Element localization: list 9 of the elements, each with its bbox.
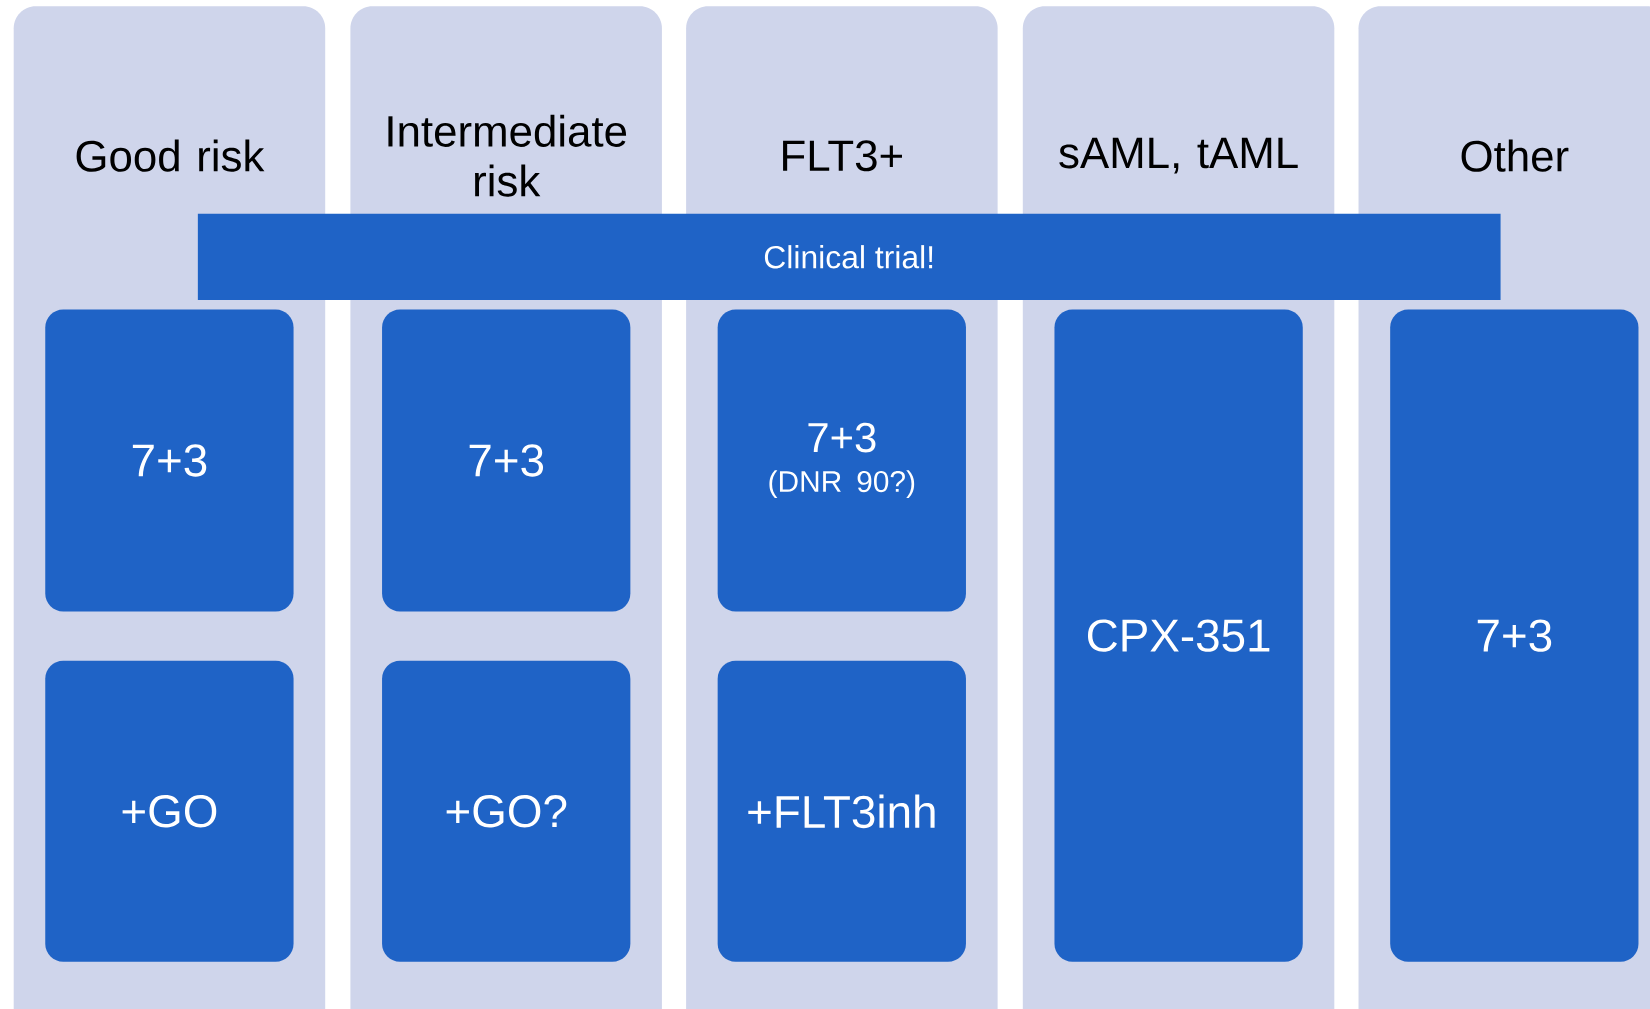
treatment-box: +GO?	[382, 660, 631, 962]
treatment-box: 7+3 (DNR 90?)	[717, 309, 966, 612]
treatment-box: 7+3	[45, 309, 294, 612]
treatment-box: CPX-351	[1054, 309, 1303, 962]
banner-bar: Clinical trial!	[197, 213, 1501, 300]
treatment-box: 7+3	[1390, 309, 1639, 962]
treatment-box: +GO	[45, 660, 294, 962]
treatment-box: +FLT3inh	[717, 660, 966, 962]
treatment-box: 7+3	[382, 309, 631, 612]
